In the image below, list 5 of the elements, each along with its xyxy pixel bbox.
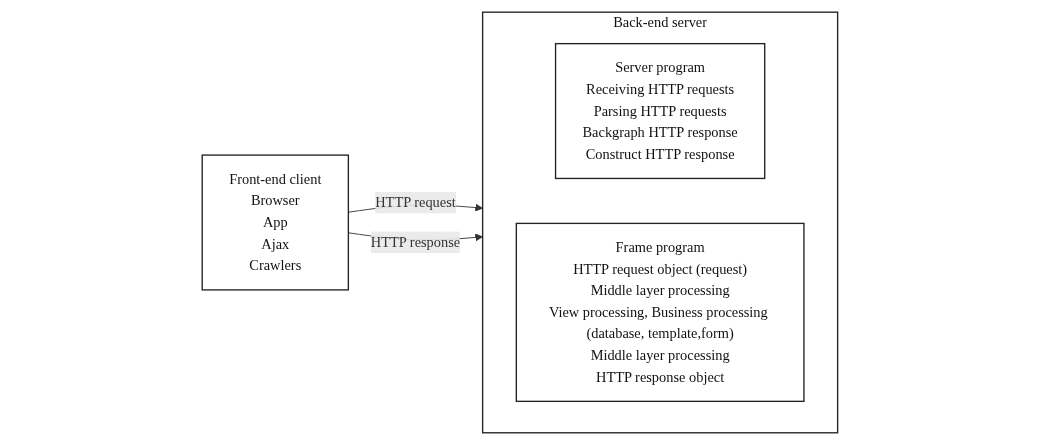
node-box: Front-end client Browser App Ajax Crawlers <box>201 154 349 291</box>
node-box: Server program Receiving HTTP requests Parsing HTTP requests Backgraph HTTP response Construct HTTP response <box>554 42 765 180</box>
edge-label: HTTP response <box>370 234 460 250</box>
node-box: Frame program HTTP request object (request) Middle layer processing View processing, Business processing (database, template,form) Middle layer processing HTTP response object <box>515 222 805 402</box>
edge-label: HTTP request <box>374 194 456 210</box>
